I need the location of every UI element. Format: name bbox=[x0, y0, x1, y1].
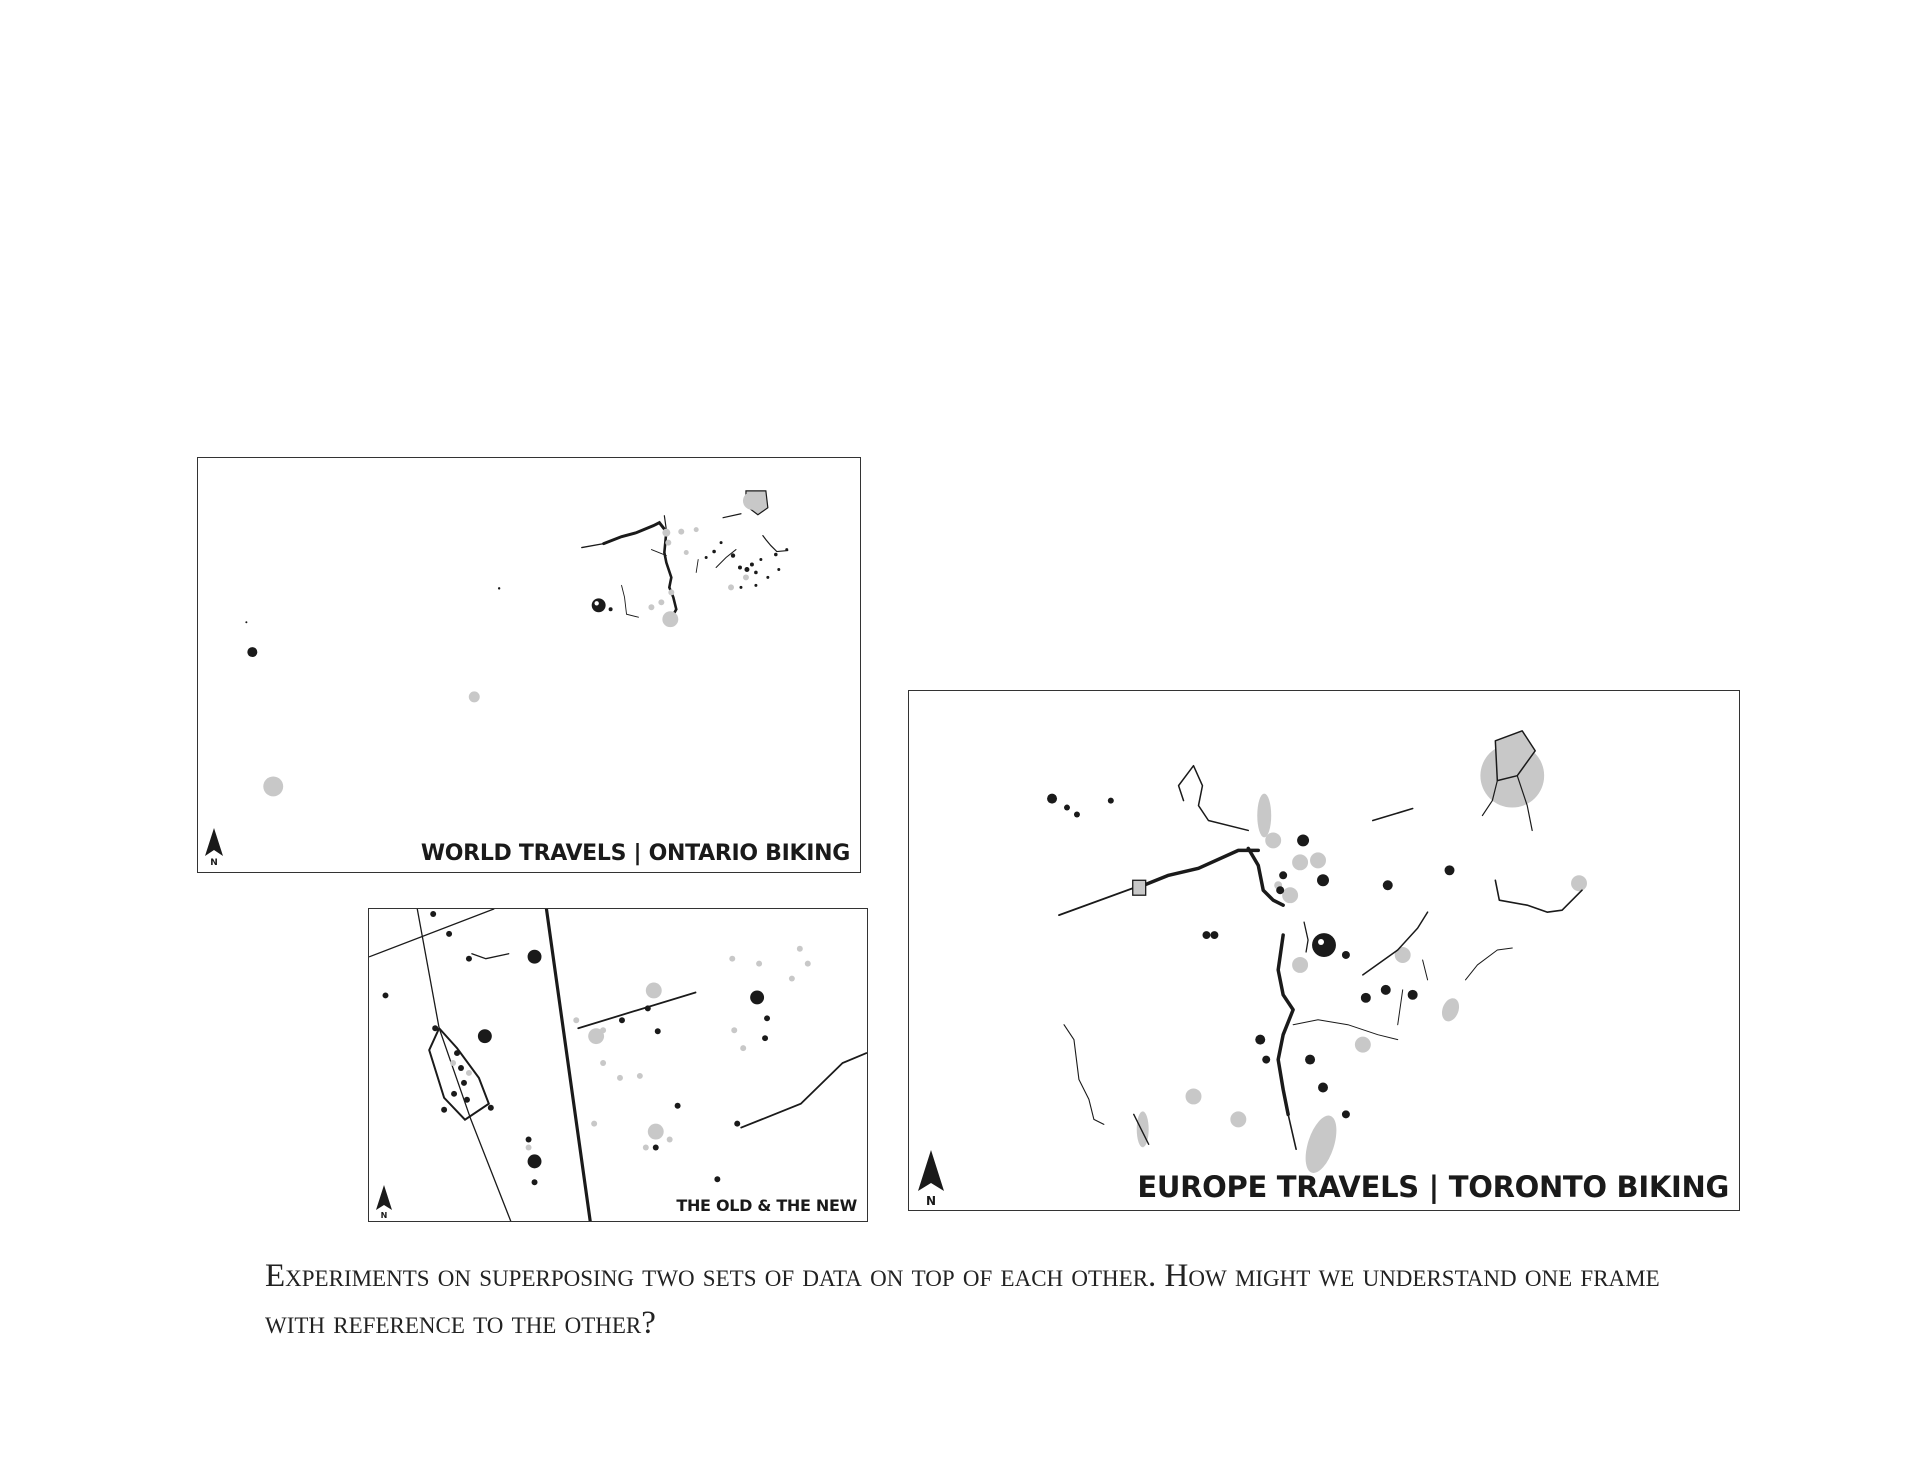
map-old-routes bbox=[369, 909, 867, 1221]
map-title: WORLD TRAVELS | ONTARIO BIKING bbox=[420, 841, 850, 866]
figure-caption: Experiments on superposing two sets of d… bbox=[265, 1258, 1660, 1341]
north-arrow-label: N bbox=[926, 1194, 936, 1206]
map-europe-routes bbox=[1058, 730, 1583, 1151]
map-europe-travels-toronto-biking: N EUROPE TRAVELS | TORONTO BIKING bbox=[908, 690, 1740, 1211]
north-arrow-label: N bbox=[381, 1211, 388, 1219]
map-world-travels-ontario-biking: N WORLD TRAVELS | ONTARIO BIKING bbox=[197, 457, 861, 873]
north-arrow-label: N bbox=[210, 858, 218, 866]
map-old-grey-points bbox=[450, 945, 811, 1166]
map-world-canvas bbox=[245, 490, 789, 797]
map-world-grey-points bbox=[263, 491, 761, 797]
map-europe-boundaries bbox=[1132, 879, 1147, 896]
map-europe-grey-points bbox=[1185, 832, 1587, 1128]
map-europe-black-points bbox=[1047, 793, 1455, 1119]
map-title: THE OLD & THE NEW bbox=[676, 1196, 857, 1215]
north-arrow-icon: N bbox=[203, 826, 225, 866]
map-old-canvas bbox=[369, 909, 867, 1221]
map-the-old-and-the-new: N THE OLD & THE NEW bbox=[368, 908, 868, 1222]
map-title: EUROPE TRAVELS | TORONTO BIKING bbox=[1137, 1170, 1729, 1204]
map-europe-canvas bbox=[1047, 730, 1587, 1173]
map-world-black-points bbox=[245, 541, 789, 658]
map-world-routes bbox=[581, 490, 789, 622]
map-old-black-points bbox=[382, 910, 771, 1186]
north-arrow-icon: N bbox=[915, 1148, 947, 1206]
north-arrow-icon: N bbox=[374, 1183, 394, 1219]
